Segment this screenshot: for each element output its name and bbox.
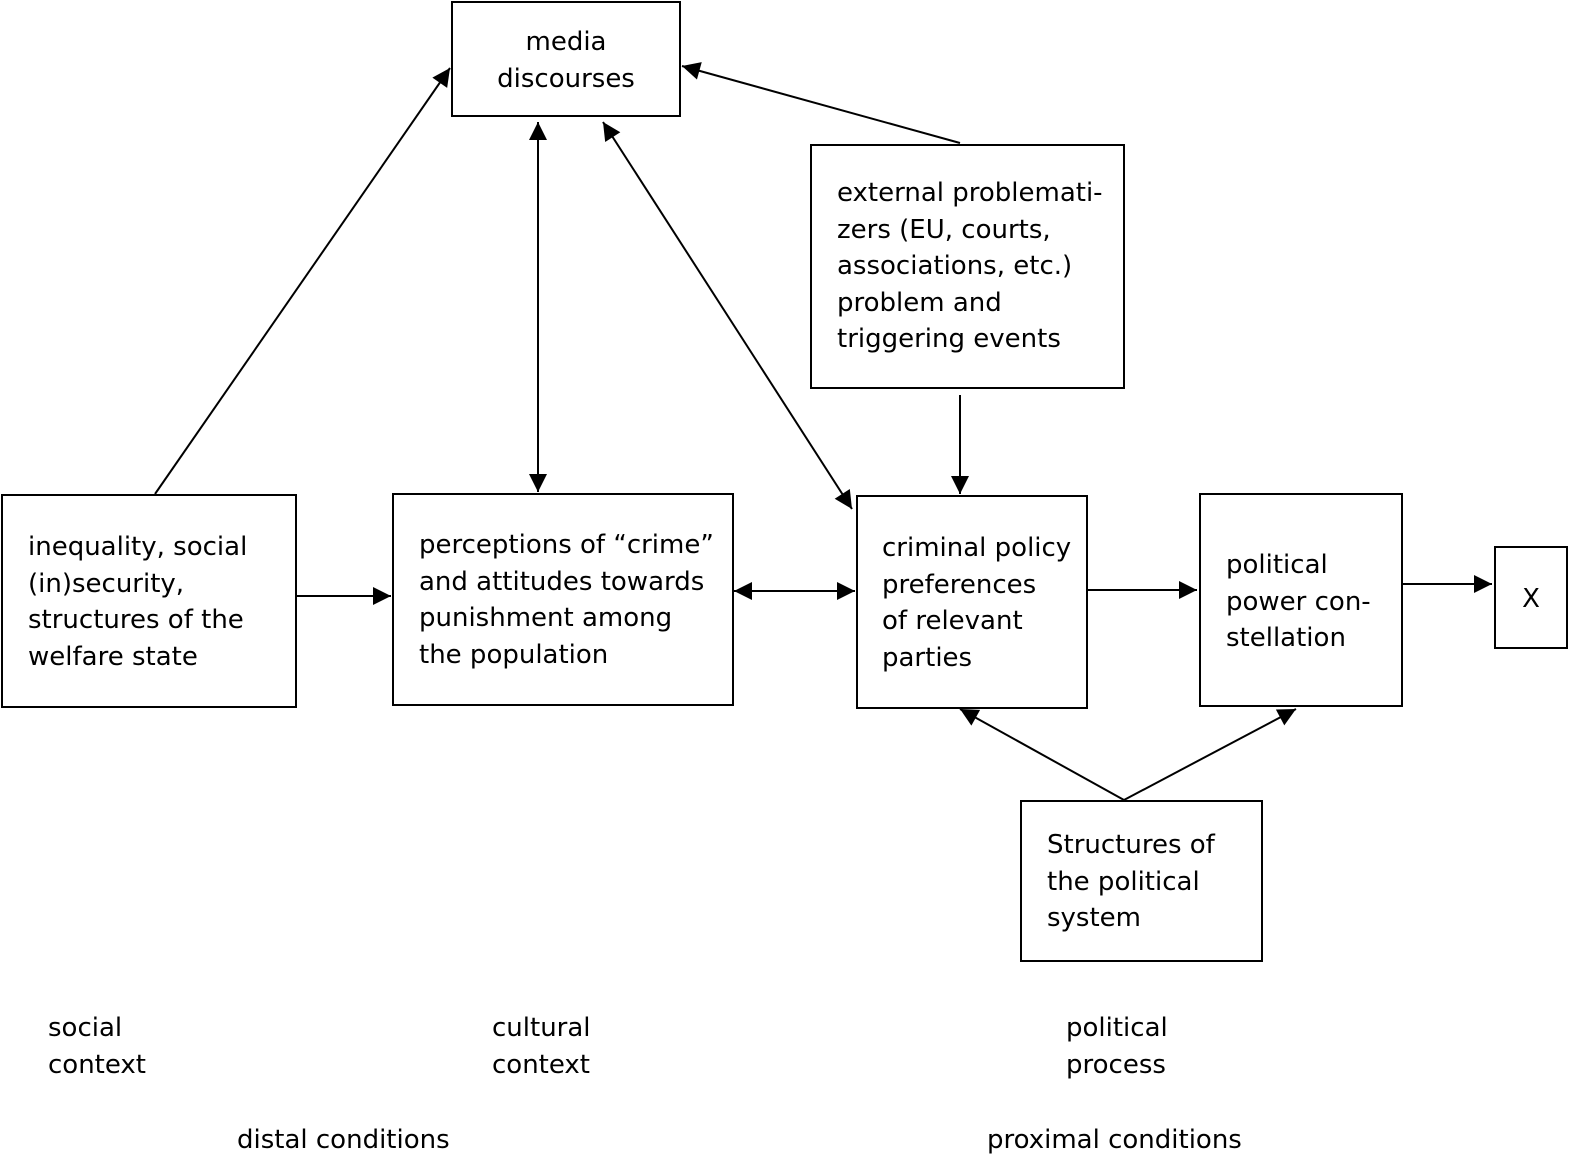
inequality-box: inequality, social (in)security, structu… (1, 494, 297, 708)
political-power-box: political power con- stellation (1199, 493, 1403, 707)
perceptions-box: perceptions of “crime” and attitudes tow… (392, 493, 734, 706)
arrow-structures-to-power (1123, 708, 1297, 801)
perceptions-line: perceptions of “crime” (419, 530, 714, 560)
criminal-policy-line: criminal policy (882, 533, 1072, 563)
inequality-line: inequality, social (28, 532, 248, 562)
political-process-line: political (1066, 1013, 1168, 1043)
political-power-line: political (1226, 550, 1328, 580)
arrow-media-criminal (602, 121, 853, 510)
media-discourses-box: media discourses (451, 1, 681, 117)
distal-conditions-label: distal conditions (237, 1125, 450, 1155)
social-context-line: context (48, 1050, 146, 1080)
external-problematizers-line: associations, etc.) (837, 251, 1073, 281)
social-context-line: social (48, 1013, 123, 1043)
inequality-line: structures of the (28, 605, 244, 635)
cultural-context-line: cultural (492, 1013, 591, 1043)
cultural-context-label: cultural context (492, 1010, 591, 1084)
political-system-structures-line: the political (1047, 866, 1200, 897)
cultural-context-line: context (492, 1050, 590, 1080)
political-system-structures-line: Structures of (1047, 830, 1215, 860)
proximal-conditions-label: proximal conditions (987, 1125, 1242, 1155)
criminal-policy-line: parties (882, 642, 973, 673)
criminal-policy-box: criminal policy preferences of relevant … (856, 495, 1088, 709)
perceptions-line: the population (419, 639, 609, 670)
political-system-structures-box: Structures of the political system (1020, 800, 1263, 962)
x-box: X (1494, 546, 1568, 649)
political-system-structures-line: system (1047, 903, 1141, 933)
x-label: X (1522, 584, 1540, 614)
media-discourses-line: discourses (497, 63, 635, 94)
criminal-policy-line: preferences (882, 569, 1037, 600)
political-process-line: process (1066, 1050, 1166, 1080)
media-discourses-line: media (525, 27, 607, 57)
political-power-line: power con- (1226, 586, 1371, 617)
inequality-line: welfare state (28, 641, 198, 672)
external-problematizers-line: triggering events (837, 324, 1061, 354)
perceptions-line: and attitudes towards (419, 566, 705, 597)
external-problematizers-box: external problemati- zers (EU, courts, a… (810, 144, 1125, 389)
social-context-label: social context (48, 1010, 146, 1084)
criminal-policy-line: of relevant (882, 606, 1023, 636)
external-problematizers-line: zers (EU, courts, (837, 214, 1051, 245)
perceptions-line: punishment among (419, 603, 673, 633)
arrow-external-to-media (681, 62, 961, 144)
inequality-line: (in)security, (28, 568, 185, 599)
external-problematizers-line: problem and (837, 287, 1002, 318)
arrow-structures-to-criminal (959, 708, 1125, 801)
political-power-line: stellation (1226, 623, 1346, 653)
political-process-label: political process (1066, 1010, 1168, 1084)
arrow-inequality-to-media (154, 67, 451, 495)
external-problematizers-line: external problemati- (837, 178, 1103, 208)
